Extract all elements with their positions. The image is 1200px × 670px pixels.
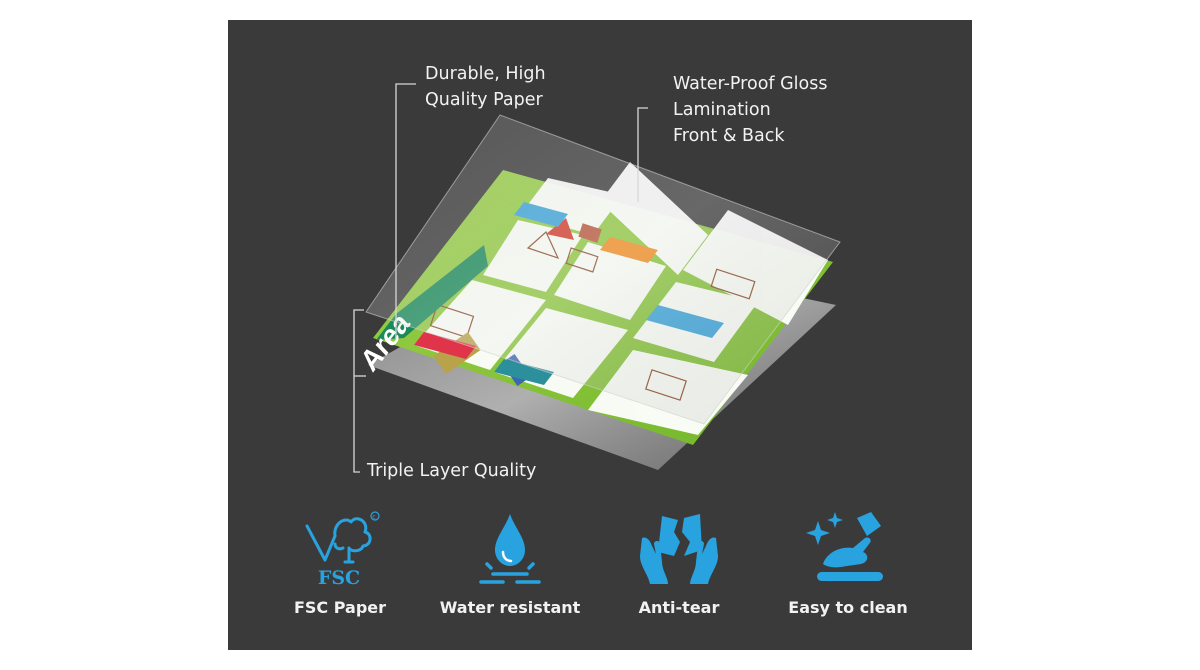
wipe-clean-icon — [806, 512, 883, 581]
callout-lines — [353, 83, 648, 473]
triple-layer-callout: Triple Layer Quality — [367, 461, 537, 481]
front-lamination-sheet — [366, 115, 840, 424]
fsc-tree-icon: c FSC — [305, 511, 380, 588]
product-feature-panel: Area Durable, High Quality Paper Water-P… — [228, 20, 972, 650]
lamination-callout-line — [637, 107, 648, 202]
laminated-poster-illustration: Area — [353, 83, 841, 473]
layer-callout-bracket — [353, 309, 364, 473]
feature-label-fsc-paper: FSC Paper — [293, 598, 387, 617]
feature-label-easy-to-clean: Easy to clean — [788, 598, 908, 617]
paper-callout-line — [395, 83, 416, 340]
paper-callout: Durable, High Quality Paper — [425, 64, 546, 110]
fsc-logo-text: FSC — [318, 567, 360, 588]
feature-label-anti-tear: Anti-tear — [638, 598, 720, 617]
water-drop-icon — [479, 514, 541, 584]
torn-paper-hands-icon — [640, 514, 718, 584]
lamination-callout: Water-Proof Gloss Lamination Front & Bac… — [673, 74, 828, 146]
feature-label-water-resistant: Water resistant — [439, 598, 581, 617]
svg-text:c: c — [372, 514, 375, 521]
